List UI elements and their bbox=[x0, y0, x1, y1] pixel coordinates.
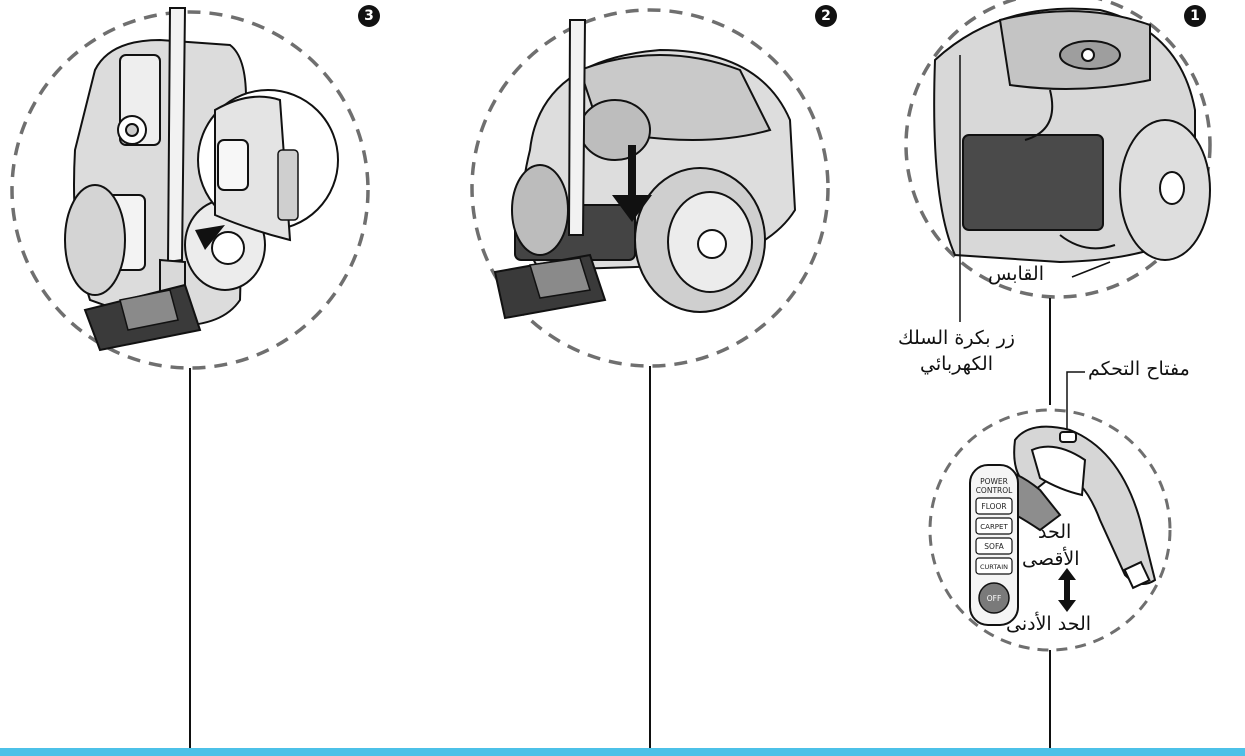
off-label: OFF bbox=[987, 594, 1002, 603]
step2-dashed-circle bbox=[470, 8, 830, 368]
step-3-badge: 3 bbox=[358, 5, 380, 27]
off-button[interactable] bbox=[978, 582, 1010, 614]
cord-reel-button-label-line1: زر بكرة السلك bbox=[898, 327, 1015, 349]
curtain-label: CURTAIN bbox=[980, 563, 1008, 571]
bottom-accent-bar bbox=[0, 748, 1245, 756]
max-label-line1: الحد bbox=[1038, 521, 1072, 543]
power-control-panel: POWER CONTROL FLOOR CARPET SOFA CURTAIN … bbox=[969, 464, 1019, 626]
plug-label: القابس bbox=[988, 263, 1044, 285]
power-control-title-1: POWER bbox=[980, 477, 1008, 486]
cord-reel-button-label-line2: الكهربائي bbox=[920, 353, 994, 375]
step1-illustration: POWER CONTROL FLOOR CARPET SOFA CURTAIN … bbox=[904, 0, 1212, 748]
sofa-label: SOFA bbox=[984, 542, 1004, 551]
control-switch-leader-line bbox=[1066, 371, 1085, 430]
sofa-mode-button[interactable] bbox=[975, 537, 1013, 555]
max-label-line2: الأقصى bbox=[1022, 548, 1080, 570]
carpet-mode-button[interactable] bbox=[975, 517, 1013, 535]
handle-dashed-circle bbox=[928, 408, 1172, 652]
max-min-double-arrow bbox=[1058, 568, 1076, 612]
control-switch-label: مفتاح التحكم bbox=[1088, 358, 1190, 380]
curtain-mode-button[interactable] bbox=[975, 557, 1013, 575]
step3-dashed-circle bbox=[10, 10, 370, 370]
step-1-badge: 1 bbox=[1184, 5, 1206, 27]
power-control-title-2: CONTROL bbox=[976, 486, 1013, 495]
step-2-badge: 2 bbox=[815, 5, 837, 27]
floor-mode-button[interactable] bbox=[975, 497, 1013, 515]
floor-label: FLOOR bbox=[981, 502, 1006, 511]
step3-illustration bbox=[10, 7, 370, 748]
carpet-label: CARPET bbox=[980, 523, 1008, 531]
min-label: الحد الأدنى bbox=[1006, 613, 1092, 635]
step2-illustration bbox=[470, 8, 830, 748]
step1-dashed-circle bbox=[904, 0, 1212, 299]
plug-leader-line bbox=[1071, 261, 1111, 278]
